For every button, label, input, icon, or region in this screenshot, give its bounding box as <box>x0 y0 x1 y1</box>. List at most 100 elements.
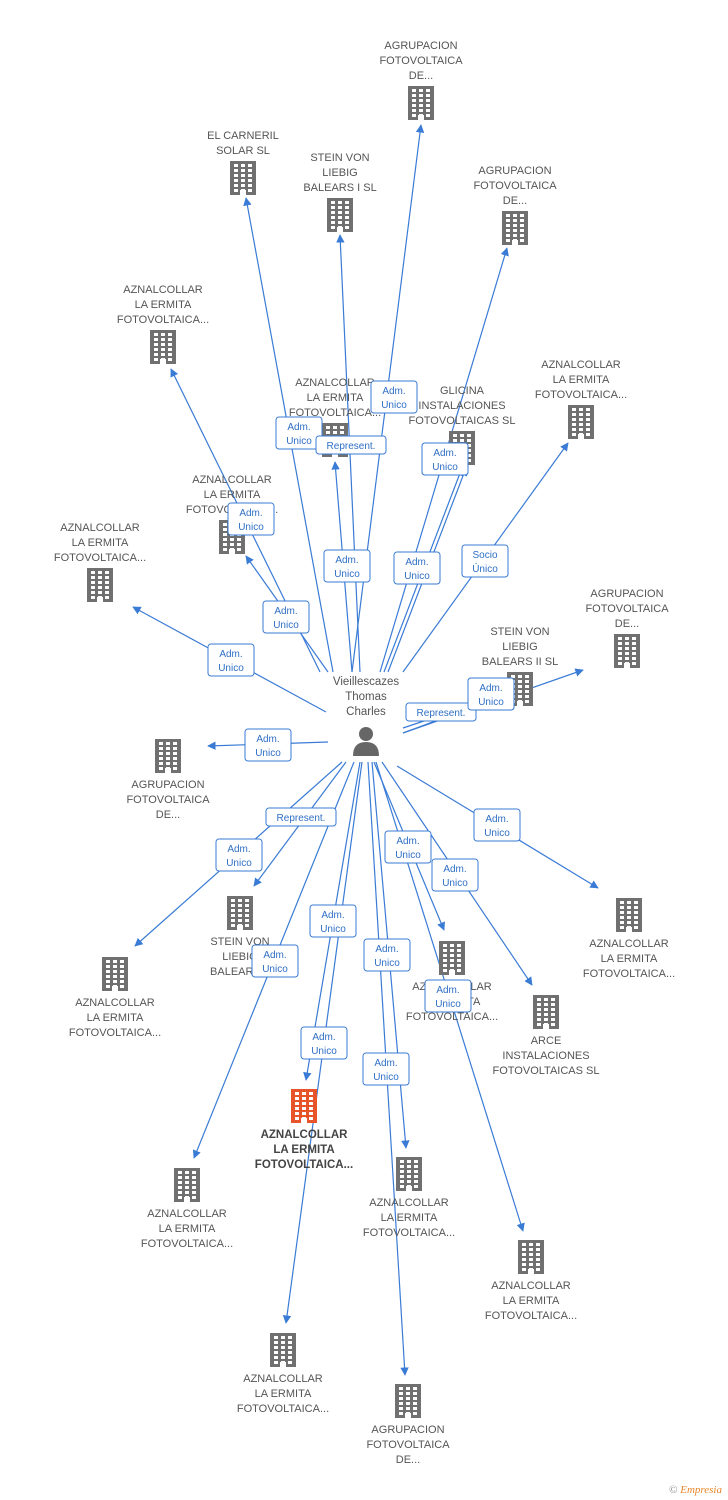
edge-label-n7[interactable]: Adm.Unico <box>421 442 469 476</box>
company-node-n11[interactable]: AGRUPACIONFOTOVOLTAICADE... <box>585 588 669 668</box>
edge-label-text: Adm. <box>287 422 310 433</box>
company-name-line: AGRUPACION <box>590 588 663 600</box>
company-name-line: LA ERMITA <box>503 1295 560 1307</box>
edge-label-n5[interactable]: Adm.Unico <box>262 600 310 634</box>
edge-label-box <box>300 1026 348 1060</box>
building-icon <box>614 634 640 668</box>
edge-label-box <box>467 677 515 711</box>
building-icon <box>395 1384 421 1418</box>
edge-label-n14[interactable]: Adm.Unico <box>473 808 521 842</box>
edge-label-text: Adm. <box>219 649 242 660</box>
edge-label-text: Unico <box>435 999 461 1010</box>
edge-label-text: Unico <box>218 663 244 674</box>
company-name-line: AZNALCOLLAR <box>60 522 140 534</box>
company-name-line: LA ERMITA <box>307 392 364 404</box>
edge-label-n23[interactable]: Adm.Unico <box>309 904 357 938</box>
edge-label-n16[interactable]: Adm.Unico <box>215 838 263 872</box>
edge-label-n12[interactable]: Adm.Unico <box>467 677 515 711</box>
edge-label-text: Unico <box>286 436 312 447</box>
edge-label-box <box>275 416 323 450</box>
edge-label-box <box>421 442 469 476</box>
edge-label-n9[interactable]: Adm.Unico <box>227 502 275 536</box>
company-name-line: LA ERMITA <box>553 374 610 386</box>
edge-label-text: Adm. <box>375 944 398 955</box>
company-name-line: EL CARNERIL <box>207 130 279 142</box>
company-node-n4[interactable]: AGRUPACIONFOTOVOLTAICADE... <box>473 165 557 245</box>
company-name-line: AZNALCOLLAR <box>261 1129 349 1141</box>
edge-label-n6[interactable]: Represent. <box>315 435 387 455</box>
footer-brand[interactable]: © Empresia <box>669 1484 722 1496</box>
edge-label-box <box>363 938 411 972</box>
edge-label-text: Unico <box>334 569 360 580</box>
edge-label-n3[interactable]: Adm.Unico <box>323 549 371 583</box>
company-name-line: FOTOVOLTAICAS SL <box>409 415 516 427</box>
edge-label-text: Unico <box>374 958 400 969</box>
edge-label-n1[interactable]: Adm.Unico <box>370 380 418 414</box>
company-name-line: INSTALACIONES <box>418 400 505 412</box>
company-name-line: FOTOVOLTAICA... <box>289 407 381 419</box>
edge-label-n2[interactable]: Adm. Unico <box>275 416 323 450</box>
building-icon <box>408 86 434 120</box>
edge-label-box <box>251 944 299 978</box>
building-icon <box>291 1089 317 1123</box>
company-name-line: SOLAR SL <box>216 145 270 157</box>
edge-label-text: Unico <box>432 462 458 473</box>
edge-label-box <box>461 544 509 578</box>
edge-label-text: Adm. <box>374 1058 397 1069</box>
edge-label-n17[interactable]: Adm.Unico <box>384 830 432 864</box>
company-name-line: LA ERMITA <box>87 1012 144 1024</box>
building-icon <box>270 1333 296 1367</box>
edge-label-n12[interactable]: Represent. <box>405 702 477 722</box>
edge-label-n22[interactable]: Adm.Unico <box>424 979 472 1013</box>
building-icon <box>102 957 128 991</box>
company-name-line: FOTOVOLTAICA... <box>583 968 675 980</box>
company-node-n2[interactable]: EL CARNERIL SOLAR SL <box>207 130 279 195</box>
edge-label-n10[interactable]: Adm. Unico <box>207 643 255 677</box>
edge-label-box <box>431 858 479 892</box>
edge-label-text: Adm. <box>382 386 405 397</box>
company-node-n24[interactable]: AGRUPACIONFOTOVOLTAICADE... <box>366 1384 450 1466</box>
edge-label-box <box>265 807 337 827</box>
edge-label-text: Adm. <box>312 1032 335 1043</box>
edge-label-n15[interactable]: Represent. <box>265 807 337 827</box>
company-name-line: AZNALCOLLAR <box>541 359 621 371</box>
edge-label-box <box>315 435 387 455</box>
company-name-line: FOTOVOLTAICAS SL <box>493 1065 600 1077</box>
company-name-line: LIEBIG <box>222 951 257 963</box>
company-name-line: FOTOVOLTAICA... <box>485 1310 577 1322</box>
company-node-n1[interactable]: AGRUPACIONFOTOVOLTAICADE... <box>379 40 463 120</box>
company-name-line: AGRUPACION <box>478 165 551 177</box>
edge-label-n4[interactable]: Adm.Unico <box>393 551 441 585</box>
edge-label-box <box>405 702 477 722</box>
edge-label-box <box>207 643 255 677</box>
edge-label-box <box>323 549 371 583</box>
edge-label-n21[interactable]: Adm.Unico <box>362 1052 410 1086</box>
company-name-line: STEIN VON <box>490 626 549 638</box>
edge-label-n19[interactable]: Adm.Unico <box>300 1026 348 1060</box>
edge-label-text: Adm. <box>485 814 508 825</box>
edge-label-n20[interactable]: Adm.Unico <box>251 944 299 978</box>
edge-label-n24[interactable]: Adm. Unico <box>363 938 411 972</box>
company-name-line: DE... <box>503 195 527 207</box>
company-name-line: STEIN VON <box>310 152 369 164</box>
company-name-line: LIEBIG <box>322 167 357 179</box>
company-node-n13[interactable]: AGRUPACIONFOTOVOLTAICADE... <box>126 739 210 821</box>
edge-label-n18[interactable]: Adm.Unico <box>431 858 479 892</box>
edge-label-n13[interactable]: Adm.Unico <box>244 728 292 762</box>
edge-label-text: Adm. <box>479 683 502 694</box>
